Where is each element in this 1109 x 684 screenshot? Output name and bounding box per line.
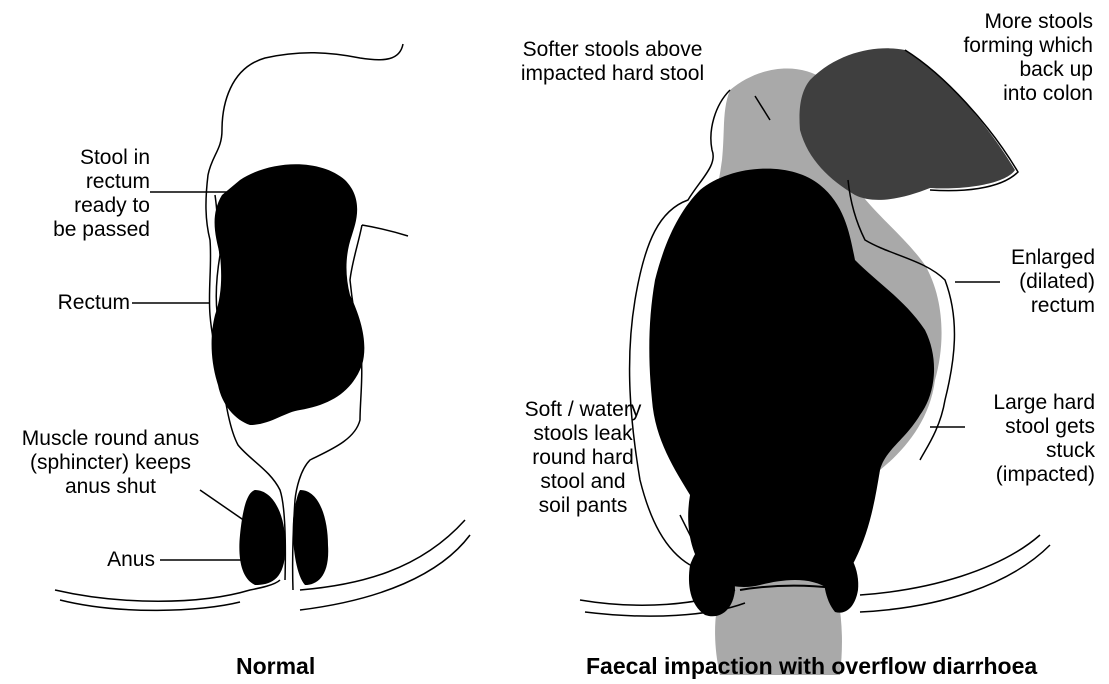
normal-stool-mass (212, 164, 365, 425)
label-softer-stools: Softer stools above impacted hard stool (500, 38, 725, 86)
caption-normal: Normal (236, 653, 315, 679)
label-enlarged-rectum: Enlarged (dilated) rectum (985, 246, 1095, 318)
normal-sphincter (239, 490, 328, 585)
label-more-stools: More stools forming which back up into c… (925, 10, 1093, 106)
label-anus: Anus (70, 548, 155, 572)
impaction-anatomy (580, 48, 1050, 675)
label-large-hard-stool: Large hard stool gets stuck (impacted) (955, 391, 1095, 487)
normal-stool (212, 164, 365, 425)
normal-sphincter-left (239, 490, 285, 585)
label-rectum: Rectum (30, 291, 130, 315)
caption-impaction: Faecal impaction with overflow diarrhoea (586, 653, 1037, 679)
label-stool-in-rectum: Stool in rectum ready to be passed (40, 146, 150, 242)
label-soft-watery-stools: Soft / watery stools leak round hard sto… (508, 398, 658, 518)
normal-sphincter-right (293, 490, 328, 585)
normal-floor-left (55, 580, 280, 601)
label-muscle-round-anus: Muscle round anus (sphincter) keeps anus… (8, 427, 213, 499)
impaction-floor-right (860, 535, 1040, 595)
